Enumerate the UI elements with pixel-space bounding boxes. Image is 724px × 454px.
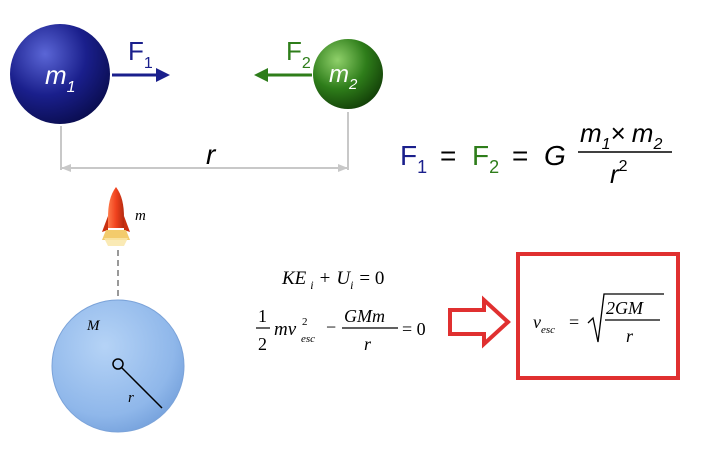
two-body-section: m1 F1 F2 m2 r	[10, 24, 383, 172]
energy-eq-half-den: 2	[258, 334, 267, 354]
energy-eq-kinetic: mv	[274, 319, 297, 340]
planet-center	[112, 358, 124, 370]
energy-eq-equals-zero: = 0	[402, 319, 426, 339]
gravitation-formula: F1 = F2 = G m1×m2 r2	[400, 118, 672, 189]
rocket-exhaust	[102, 230, 130, 240]
result-sqrt-sign	[587, 293, 664, 343]
distance-dimension: r	[60, 112, 349, 172]
formula-constant-g: G	[544, 140, 566, 171]
force-2-arrow: F2	[254, 36, 312, 82]
formula-f2: F2	[472, 140, 499, 177]
formula-numerator: m1×m2	[580, 118, 662, 153]
formula-equals-1: =	[440, 140, 456, 171]
planet-mass-label: M	[86, 318, 101, 334]
planet-radius-label: r	[128, 390, 134, 406]
force-1-label: F1	[128, 36, 153, 72]
result-v: vesc	[533, 312, 555, 336]
mass-2-label: m2	[329, 61, 358, 93]
rocket-fin-right	[124, 216, 130, 232]
rocket-fin-left	[102, 216, 108, 232]
rocket-body	[108, 187, 124, 228]
result-denominator: r	[626, 326, 634, 346]
distance-left-arrowhead	[61, 164, 71, 172]
force-2-label: F2	[286, 36, 311, 72]
result-equals: =	[569, 312, 579, 332]
energy-eq-minus: −	[326, 317, 336, 337]
distance-right-arrowhead	[338, 164, 348, 172]
mass-2-sphere	[313, 39, 383, 109]
planet: M r	[51, 299, 185, 433]
formula-f1: F1	[400, 140, 427, 177]
formula-denominator: r2	[610, 158, 628, 189]
energy-eq-frac-den: r	[364, 334, 372, 354]
mass-1-sphere	[10, 24, 110, 124]
formula-equals-2: =	[512, 140, 528, 171]
result-box	[516, 252, 680, 380]
result-arrow-icon	[448, 295, 511, 349]
distance-label: r	[206, 139, 217, 170]
rocket-mass-label: m	[135, 208, 146, 224]
energy-eq-line-2: 1 2 mv 2 esc − GMm r = 0	[256, 306, 426, 354]
mass-1: m1	[10, 24, 110, 124]
rocket-exhaust-glow	[104, 238, 128, 246]
force-1-head	[156, 68, 170, 82]
energy-eq-half-num: 1	[258, 306, 267, 326]
energy-eq-v-sub: esc	[301, 333, 315, 345]
force-1-arrow: F1	[112, 36, 170, 82]
result-numerator: 2GM	[606, 298, 644, 318]
mass-2: m2	[313, 39, 383, 109]
planet-sphere	[51, 299, 185, 433]
rocket: m	[102, 187, 146, 300]
energy-eq-frac-num: GMm	[344, 306, 385, 326]
escape-velocity-result: vesc = 2GM r	[516, 252, 680, 380]
force-2-head	[254, 68, 268, 82]
planet-radius-line	[120, 366, 163, 409]
mass-1-label: m1	[45, 60, 76, 96]
energy-eq-v-sup: 2	[302, 316, 308, 328]
